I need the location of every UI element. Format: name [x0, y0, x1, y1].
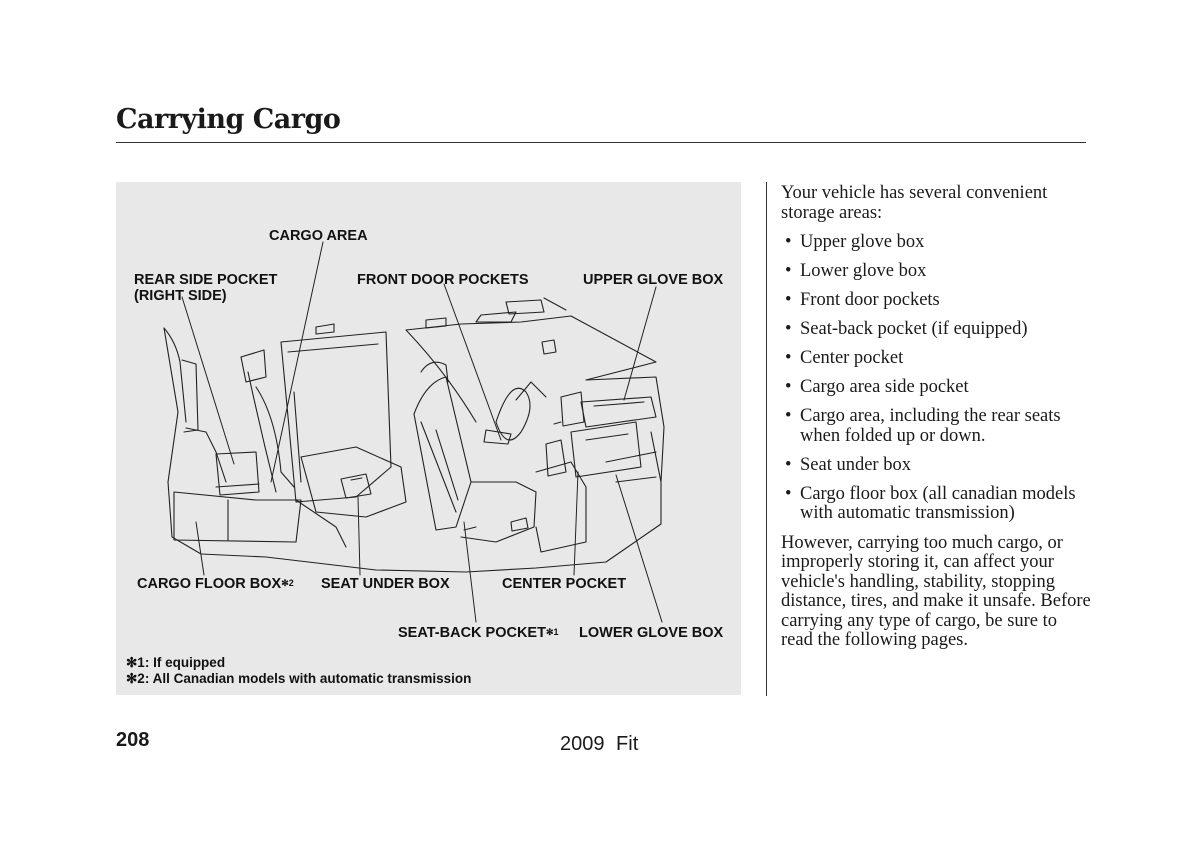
intro-paragraph: Your vehicle has several convenient stor… [781, 183, 1048, 223]
bullet-icon: • [785, 454, 792, 475]
page-number: 208 [116, 729, 150, 751]
bullet-icon: • [785, 483, 792, 504]
bullet-icon: • [785, 406, 792, 426]
label-lower-glove-box: LOWER GLOVE BOX [579, 625, 724, 641]
label-front-door-pockets: FRONT DOOR POCKETS [357, 272, 529, 288]
label-rear-side-pocket-side: (RIGHT SIDE) [134, 288, 227, 304]
bullet-icon: • [785, 319, 792, 339]
label-cargo-area: CARGO AREA [269, 228, 368, 244]
body-text: Your vehicle has several convenient stor… [781, 183, 1091, 651]
bullet-icon: • [785, 261, 792, 281]
cargo-diagram: CARGO AREA REAR SIDE POCKET (RIGHT SIDE)… [116, 182, 741, 695]
bullet-icon: • [785, 377, 792, 397]
label-cargo-floor-box-text: CARGO FLOOR BOX [137, 576, 282, 592]
list-item-text: Cargo floor box (all canadian models wit… [800, 483, 1076, 523]
list-item-text: Cargo area side pocket [800, 377, 969, 397]
list-item: • Seat-back pocket (if equipped) [781, 319, 1091, 340]
footnote-ref-2: ✻2 [281, 578, 294, 588]
list-item: • Cargo area side pocket [781, 377, 1091, 398]
list-item-text: Lower glove box [800, 261, 927, 281]
list-item: • Upper glove box [781, 232, 1091, 253]
label-rear-side-pocket: REAR SIDE POCKET [134, 272, 278, 288]
title-divider [116, 142, 1086, 143]
list-item-text: Center pocket [800, 348, 904, 368]
label-seat-back-pocket-text: SEAT-BACK POCKET [398, 625, 546, 641]
footnote-ref-1: ✻1 [545, 627, 559, 637]
list-item-text: Seat under box [800, 454, 911, 475]
vehicle-interior-illustration [163, 241, 665, 623]
bullet-icon: • [785, 290, 792, 310]
footnote-2: ✻2: All Canadian models with automatic t… [126, 671, 472, 686]
closing-paragraph: However, carrying too much cargo, or imp… [781, 532, 1091, 650]
column-divider [766, 182, 767, 696]
label-center-pocket: CENTER POCKET [502, 576, 627, 592]
list-item-text: Front door pockets [800, 290, 940, 310]
footer-model: 2009 Fit [560, 733, 639, 755]
list-item: • Lower glove box [781, 261, 1091, 282]
list-item: • Cargo floor box (all canadian models wi… [781, 483, 1091, 524]
label-cargo-floor-box: CARGO FLOOR BOX✻2 [137, 577, 294, 592]
label-seat-back-pocket: SEAT-BACK POCKET✻1 [398, 626, 559, 641]
list-item: • Center pocket [781, 348, 1091, 369]
footnote-1: ✻1: If equipped [126, 655, 226, 670]
label-upper-glove-box: UPPER GLOVE BOX [583, 272, 724, 288]
storage-list: • Upper glove box • Lower glove box • Front… [781, 232, 1091, 524]
list-item-text: Upper glove box [800, 232, 925, 252]
list-item: • Seat under box [781, 454, 1091, 476]
list-item-text: Seat-back pocket (if equipped) [800, 319, 1028, 339]
bullet-icon: • [785, 348, 792, 368]
page-title: Carrying Cargo [116, 104, 341, 135]
list-item-text: Cargo area, including the rear seats whe… [800, 406, 1061, 446]
list-item: • Cargo area, including the rear seats wh… [781, 406, 1091, 446]
list-item: • Front door pockets [781, 290, 1091, 311]
bullet-icon: • [785, 232, 792, 252]
label-seat-under-box: SEAT UNDER BOX [321, 576, 450, 592]
